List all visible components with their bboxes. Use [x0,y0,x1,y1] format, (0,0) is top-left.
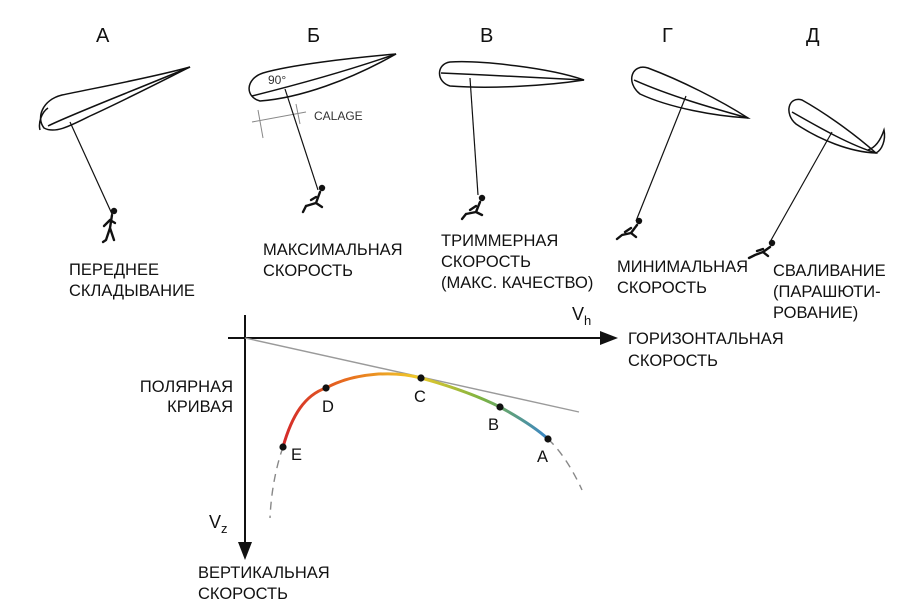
curve-extension-right [547,438,583,491]
calage-label: CALAGE [314,109,363,123]
h-axis-label: ГОРИЗОНТАЛЬНАЯ [628,330,784,348]
caption-line: ПЕРЕДНЕЕ [69,261,159,279]
point-label: B [488,416,499,434]
calage-marker [251,103,307,139]
point-label: A [537,448,548,466]
caption-line: МАКСИМАЛЬНАЯ [263,241,403,259]
panel-letter: А [96,25,110,47]
wing-g-icon [630,66,751,119]
caption-line: СКОРОСТЬ [263,262,353,280]
v-axis-arrow-icon [238,542,252,560]
panel-d: Д СВАЛИВАНИЕ (ПАРАШЮТИ- РОВАНИЕ) [747,25,886,322]
panel-letter: Б [307,25,320,47]
caption-line: ТРИММЕРНАЯ [441,232,558,250]
point-label: C [414,388,426,406]
h-axis-arrow-icon [600,331,618,345]
wing-a-icon [38,66,191,131]
panel-b: Б 90° CALAGE МАКСИМАЛЬНАЯ СКОРОСТЬ [248,25,403,280]
caption-line: СКОРОСТЬ [617,279,707,297]
caption-line: СКЛАДЫВАНИЕ [69,282,195,300]
wing-b-icon [248,53,397,102]
caption-line: МИНИМАЛЬНАЯ [617,258,748,276]
curve-label: ПОЛЯРНАЯ [140,378,233,396]
wing-d-icon [788,98,886,154]
curve-label: КРИВАЯ [167,398,233,416]
pilot-v-icon [460,194,486,221]
point-label: D [322,398,334,416]
angle-label: 90° [268,73,286,87]
point-b [496,403,504,411]
h-axis-label: СКОРОСТЬ [628,352,718,370]
h-axis-symbol: Vh [572,304,591,328]
point-d [322,384,330,392]
point-c [417,374,425,382]
pilot-g-icon [615,217,643,241]
panel-v: В ТРИММЕРНАЯ СКОРОСТЬ (МАКС. КАЧЕСТВО) [438,25,593,292]
pilot-b-icon [301,184,326,214]
caption-line: (МАКС. КАЧЕСТВО) [441,274,593,292]
panel-letter: Г [662,25,673,47]
caption-line: (ПАРАШЮТИ- [773,283,881,301]
panel-letter: Д [806,25,820,47]
panel-letter: В [480,25,493,47]
panel-g: Г МИНИМАЛЬНАЯ СКОРОСТЬ [615,25,751,297]
wing-v-icon [438,60,585,88]
pilot-a-icon [101,207,118,244]
pilot-d-icon [747,239,776,260]
point-label: E [291,446,302,464]
caption-line: СВАЛИВАНИЕ [773,262,886,280]
point-a [544,435,552,443]
panel-a: А ПЕРЕДНЕЕ СКЛАДЫВАНИЕ [38,25,195,300]
point-e [279,443,287,451]
curve-extension-left [269,446,284,519]
polar-graph: E D C B A ПОЛЯРНАЯ КРИВАЯ Vh ГОРИЗОНТАЛЬ… [140,304,784,603]
caption-line: СКОРОСТЬ [441,253,531,271]
v-axis-label: ВЕРТИКАЛЬНАЯ [198,564,330,582]
v-axis-symbol: Vz [209,512,228,536]
v-axis-label: СКОРОСТЬ [198,585,288,603]
caption-line: РОВАНИЕ) [773,304,858,322]
